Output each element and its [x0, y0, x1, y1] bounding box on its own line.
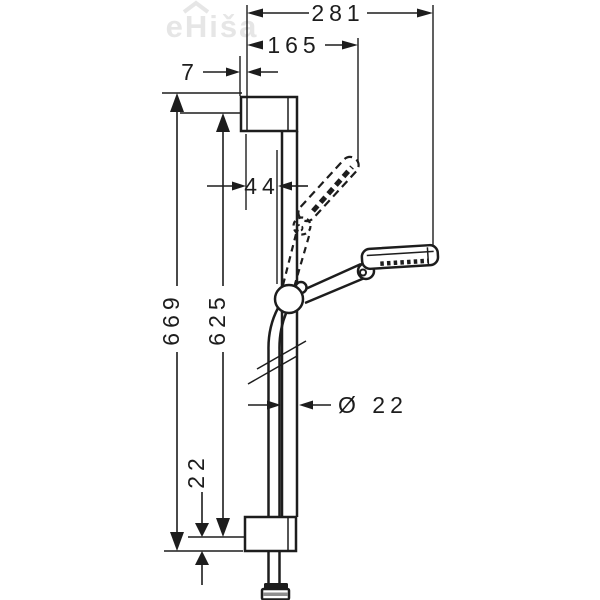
dimension-total-width-281: 281: [246, 0, 434, 247]
dimension-rail-diameter: Ø 22: [248, 392, 408, 418]
dimension-rail-offset-44: 44: [207, 134, 308, 284]
watermark-roof-icon: [182, 0, 210, 14]
dimension-bottom-offset-22: 22: [183, 453, 209, 585]
dimension-label-22: 22: [183, 453, 209, 489]
dimension-label-669: 669: [158, 292, 184, 345]
slider-holder-knob: [273, 280, 308, 315]
dimension-label-165: 165: [267, 32, 320, 58]
rail-break-lines: [247, 340, 307, 385]
dimension-label-7: 7: [181, 59, 199, 85]
shower-hose: [267, 307, 288, 583]
dimension-bar-height-625: 625: [180, 112, 245, 538]
dimension-total-height-669: 669: [158, 92, 243, 552]
spray-nozzles: [380, 258, 429, 266]
dimension-wall-offset-7: 7: [181, 56, 278, 96]
shower-head: [360, 243, 440, 271]
dimension-label-diameter: Ø 22: [338, 392, 408, 418]
hose-connector-nut: [260, 583, 291, 600]
wall-bracket-bottom: [243, 515, 298, 553]
hand-shower-in-holder: [300, 243, 440, 305]
hand-shower-raised-dashed: [280, 155, 360, 292]
watermark-text: eHiša: [166, 9, 259, 44]
wall-bracket-top: [239, 95, 299, 133]
dimension-label-44: 44: [244, 173, 280, 199]
dimension-label-625: 625: [204, 292, 230, 345]
dimension-upper-width-165: 165: [247, 32, 359, 163]
dimension-label-281: 281: [311, 0, 364, 26]
watermark: eHiša: [166, 0, 259, 44]
